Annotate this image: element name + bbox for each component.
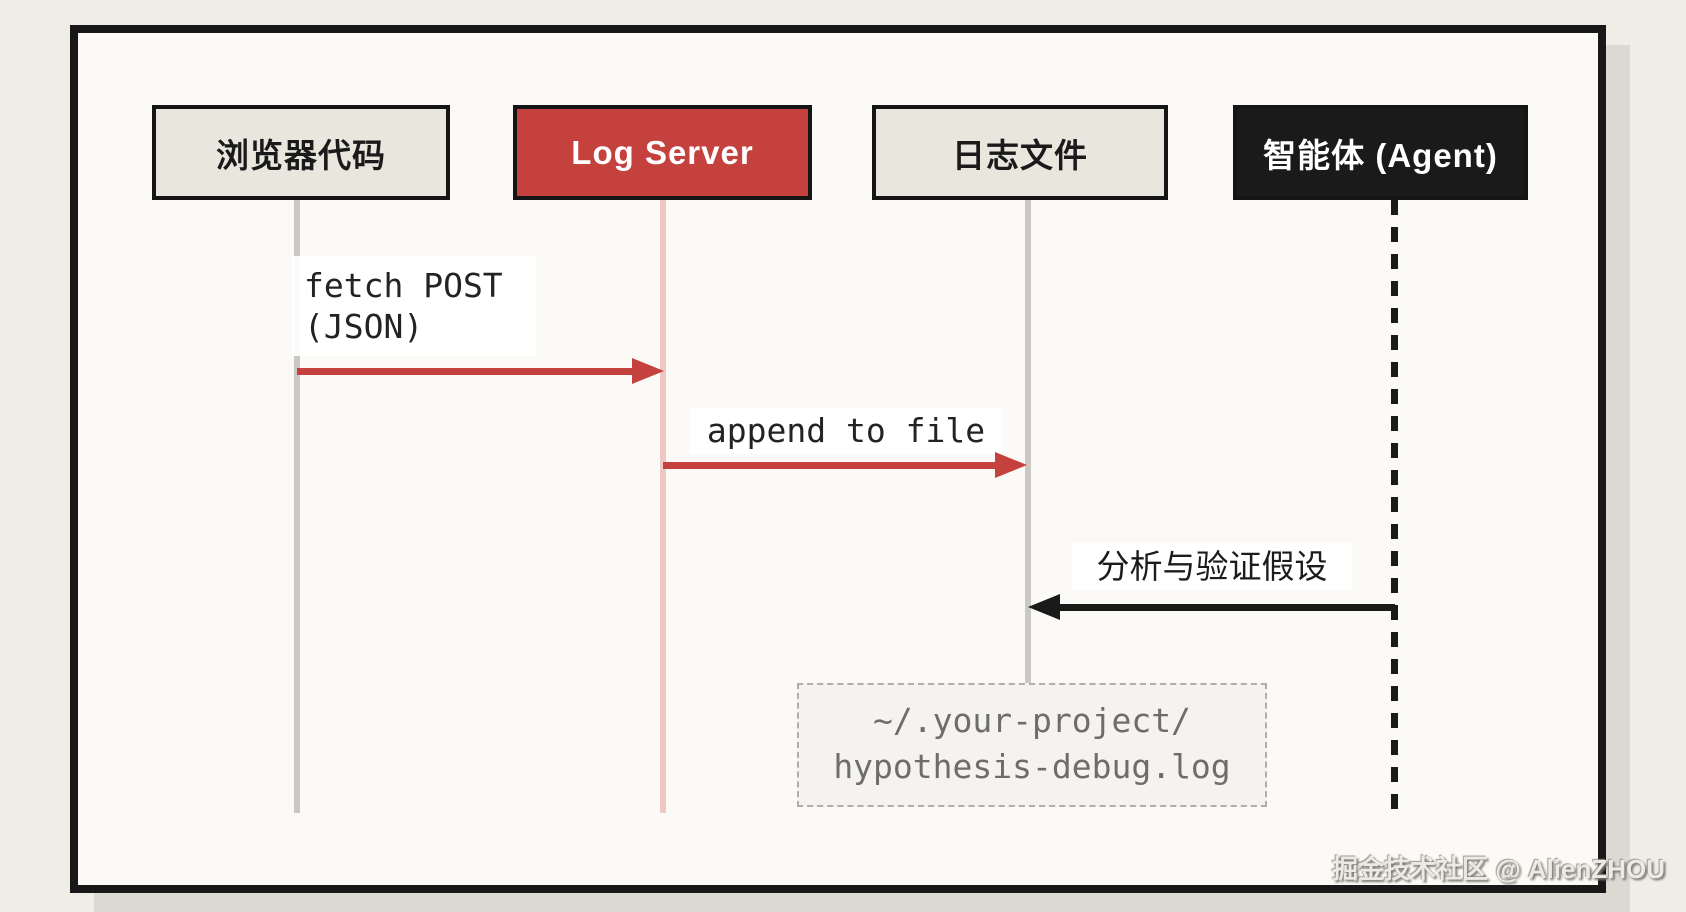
- lifeline-agent-dashed: [1391, 200, 1398, 812]
- actor-log-server-label: Log Server: [571, 133, 754, 171]
- lifeline-browser-code: [294, 200, 300, 813]
- message-label-fetch-post-line1: fetch POST: [304, 266, 503, 305]
- note-log-file-path: ~/.your-project/ hypothesis-debug.log: [797, 683, 1267, 807]
- arrow-analyze-head-icon: [1028, 594, 1060, 620]
- watermark: 掘金技术社区 @ AlienZHOU: [1331, 854, 1665, 884]
- actor-log-server: Log Server: [513, 105, 812, 200]
- message-label-append-to-file: append to file: [690, 408, 1002, 454]
- actor-agent-label: 智能体 (Agent): [1263, 136, 1498, 174]
- actor-browser-code: 浏览器代码: [152, 105, 450, 200]
- arrow-append-head-icon: [995, 452, 1027, 478]
- note-log-file-path-line1: ~/.your-project/: [873, 701, 1191, 740]
- note-log-file-path-line2: hypothesis-debug.log: [833, 747, 1231, 786]
- actor-log-file-label: 日志文件: [952, 136, 1088, 174]
- lifeline-log-file: [1025, 200, 1031, 683]
- arrow-fetch-post-line: [297, 368, 634, 375]
- arrow-append-line: [663, 462, 997, 469]
- actor-browser-code-label: 浏览器代码: [216, 136, 386, 174]
- actor-log-file: 日志文件: [872, 105, 1168, 200]
- message-label-analyze-verify: 分析与验证假设: [1072, 543, 1352, 590]
- arrow-analyze-line: [1056, 604, 1395, 611]
- message-label-fetch-post-line2: (JSON): [304, 307, 424, 346]
- actor-agent: 智能体 (Agent): [1233, 105, 1528, 200]
- lifeline-log-server: [660, 200, 666, 813]
- message-label-fetch-post: fetch POST (JSON): [292, 256, 536, 356]
- arrow-fetch-post-head-icon: [632, 358, 664, 384]
